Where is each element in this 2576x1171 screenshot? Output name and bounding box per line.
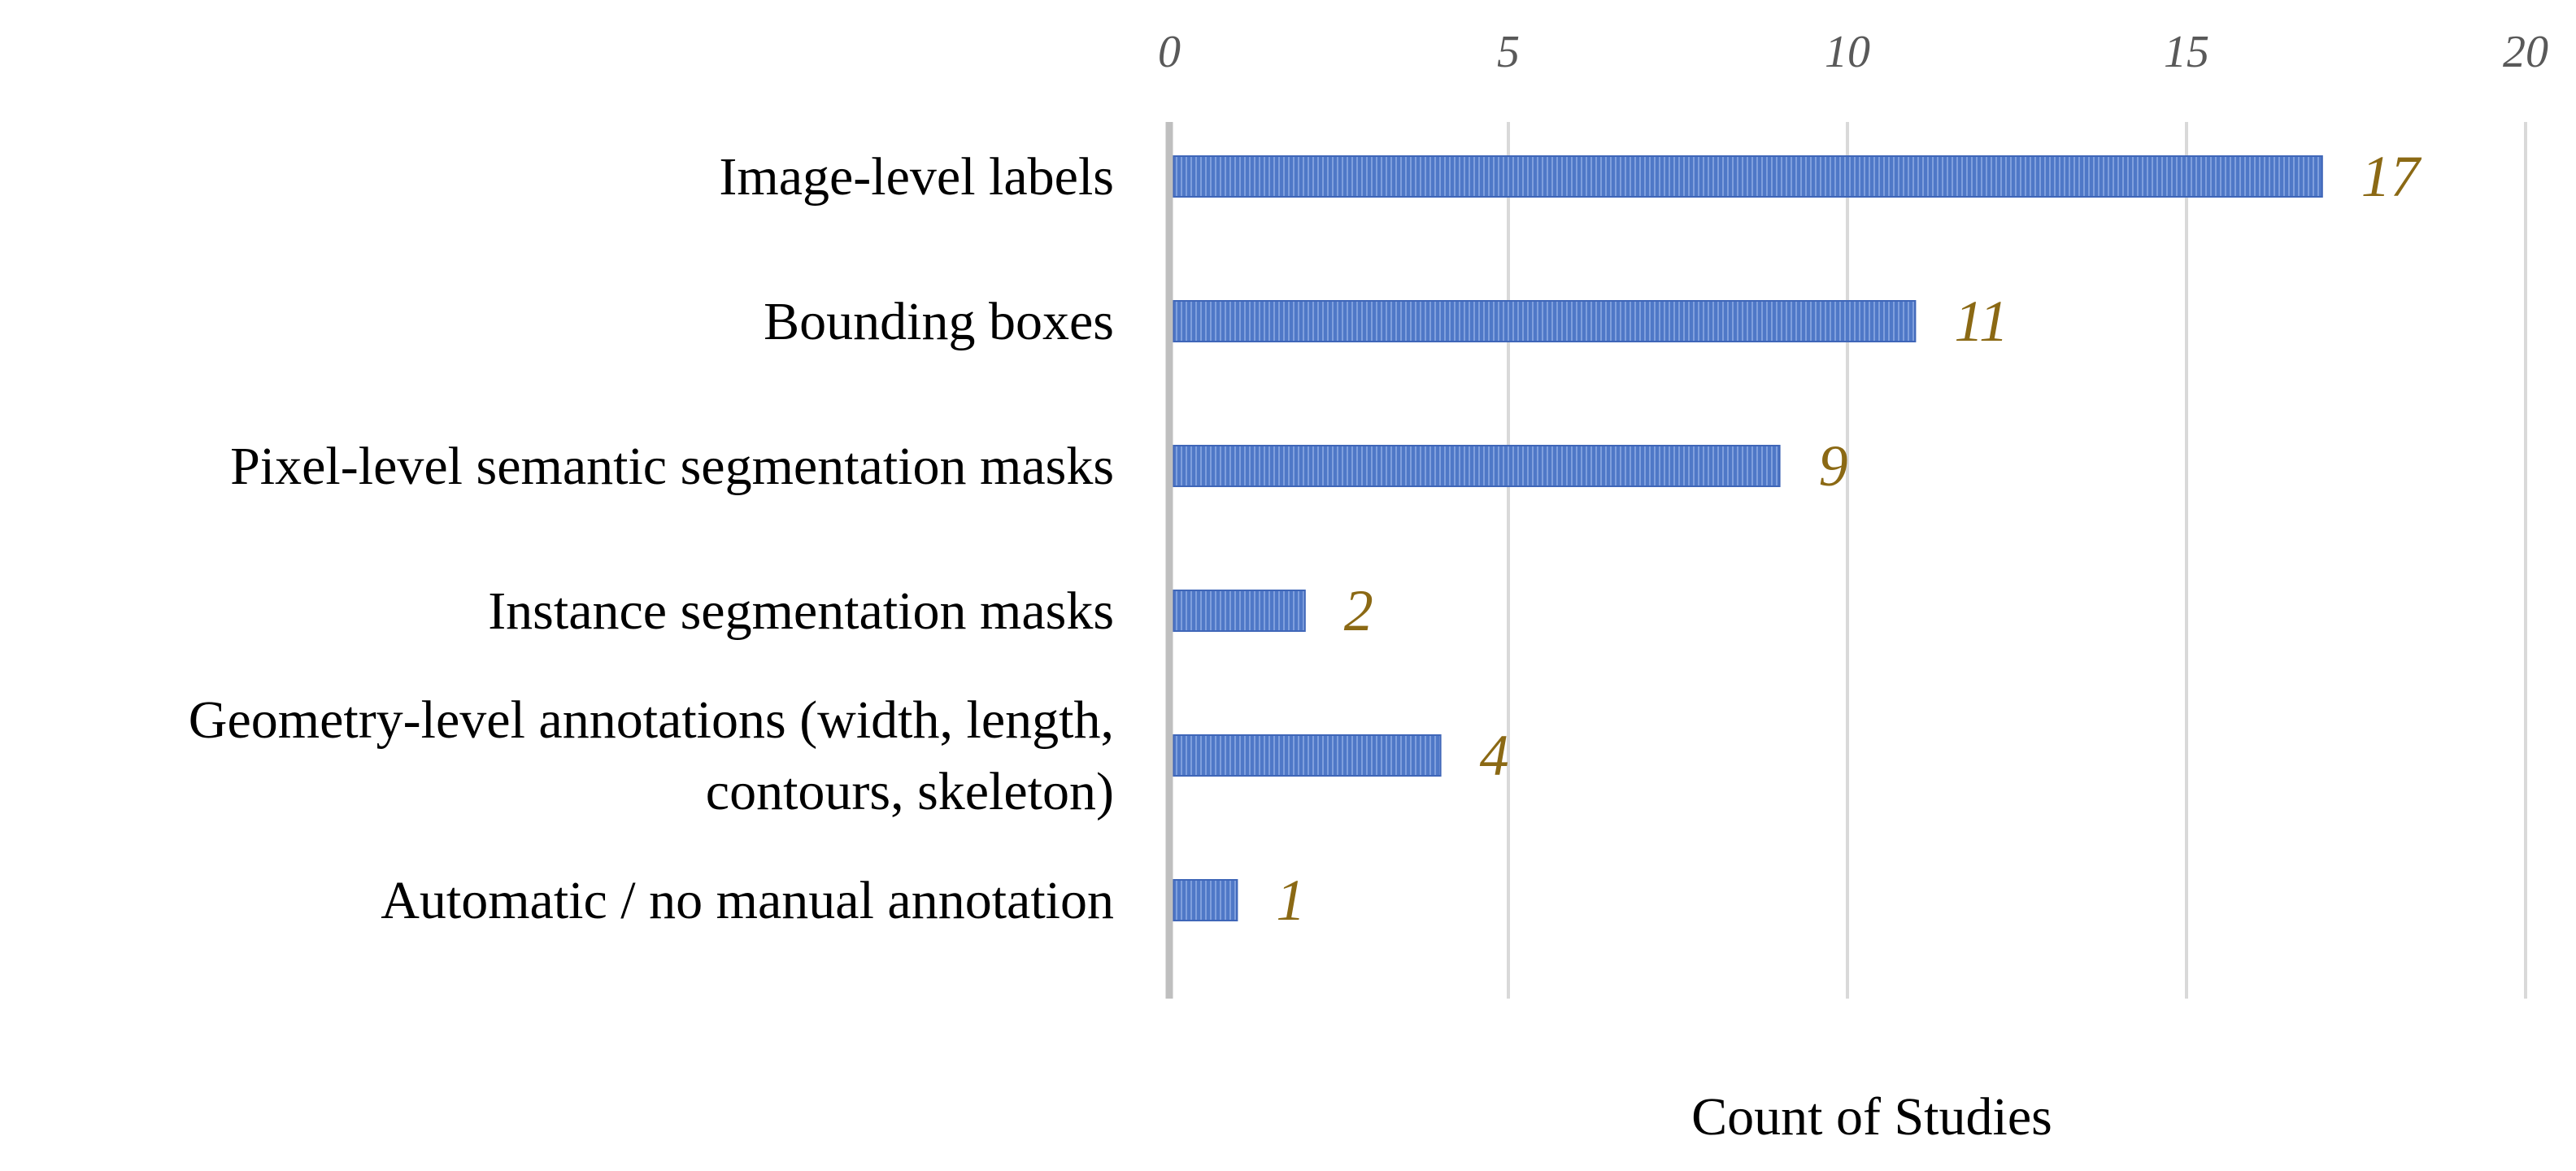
bar-6 <box>1173 879 1238 921</box>
data-label-2: 11 <box>1954 289 2008 354</box>
data-label-1: 17 <box>2361 144 2422 209</box>
x-tick-label-5: 5 <box>1497 27 1520 77</box>
data-label-5: 4 <box>1480 723 1509 788</box>
gridlines <box>1507 122 2527 999</box>
data-label-4: 2 <box>1344 578 1373 643</box>
data-label-6: 1 <box>1276 868 1305 933</box>
category-label-5-line-2: contours, skeleton) <box>706 762 1114 821</box>
category-label-1: Image-level labels <box>719 147 1114 207</box>
x-tick-label-0: 0 <box>1158 27 1181 77</box>
bar-5 <box>1173 734 1442 777</box>
category-label-2: Bounding boxes <box>764 292 1114 351</box>
bars <box>1173 155 2323 921</box>
x-tick-label-10: 10 <box>1825 27 1870 77</box>
x-axis-ticks: 0 5 10 15 20 <box>1158 27 2548 77</box>
data-label-3: 9 <box>1819 433 1848 498</box>
category-label-3: Pixel-level semantic segmentation masks <box>230 437 1114 496</box>
x-tick-label-15: 15 <box>2164 27 2209 77</box>
data-labels: 17 11 9 2 4 1 <box>1276 144 2422 933</box>
x-tick-label-20: 20 <box>2503 27 2548 77</box>
category-label-5-line-1: Geometry-level annotations (width, lengt… <box>189 690 1114 750</box>
bar-2 <box>1173 300 1917 342</box>
category-label-6: Automatic / no manual annotation <box>381 871 1114 930</box>
bar-4 <box>1173 590 1306 632</box>
x-axis-title: Count of Studies <box>1691 1087 2052 1147</box>
bar-1 <box>1173 155 2323 198</box>
bar-3 <box>1173 445 1781 487</box>
category-label-4: Instance segmentation masks <box>488 581 1114 641</box>
